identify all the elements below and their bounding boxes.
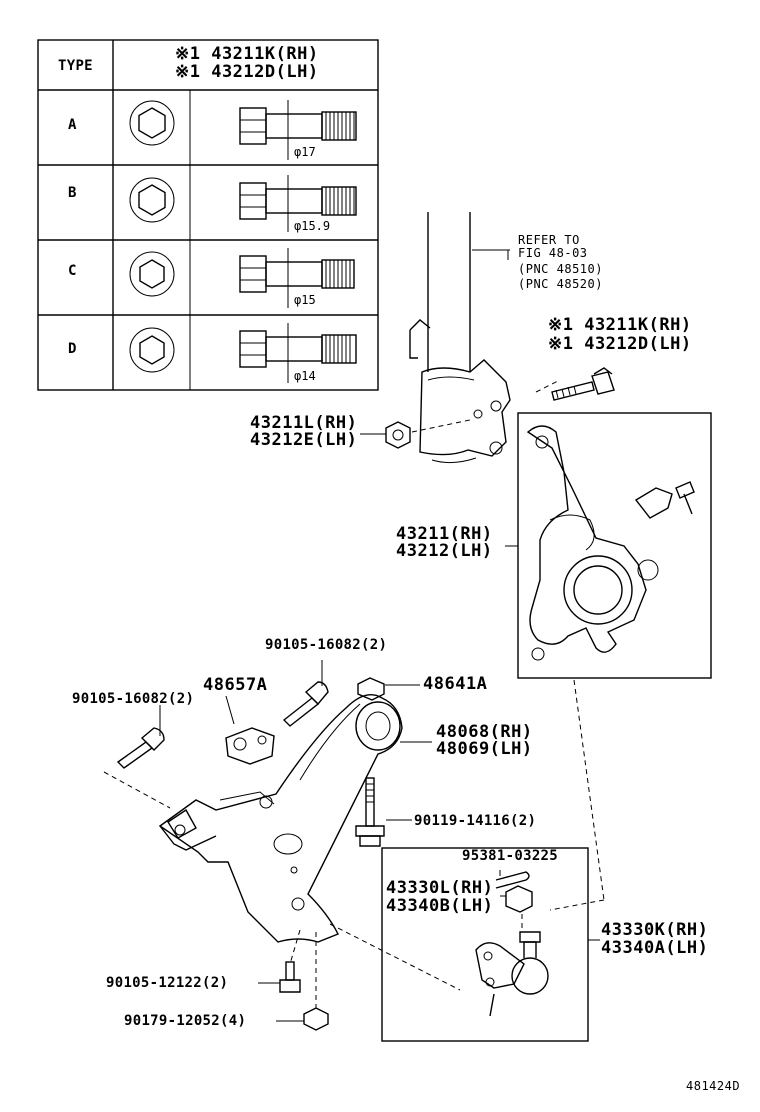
label-nut-48641: 48641A	[423, 674, 488, 694]
label-cotter-pin: 95381-03225	[462, 848, 559, 864]
castle-nut-icon	[505, 885, 533, 913]
table-header-rh: ※1 43211K(RH)	[175, 44, 319, 64]
label-bj-nut-rh: 43330L(RH)	[386, 878, 494, 898]
label-ball-joint-rh: 43330K(RH)	[601, 920, 709, 940]
label-bolt-90105-top: 90105-16082(2)	[265, 637, 388, 653]
label-bolt-90105-left: 90105-16082(2)	[72, 691, 195, 707]
bolt-type-table	[37, 39, 379, 391]
table-row-diameter-d: φ14	[294, 369, 316, 383]
ball-joint-icon	[475, 931, 549, 1017]
table-header-lh: ※1 43212D(LH)	[175, 62, 319, 82]
table-row-diameter-c: φ15	[294, 293, 316, 307]
table-row-type-b: B	[68, 185, 77, 201]
refer-line-2: FIG 48-03	[518, 246, 588, 260]
table-row-diameter-a: φ17	[294, 145, 316, 159]
refer-line-3: (PNC 48510)	[518, 262, 603, 276]
label-bolt-lh: ※1 43212D(LH)	[548, 334, 692, 354]
table-row-type-c: C	[68, 263, 77, 279]
leader-lines	[103, 250, 605, 1022]
label-arm-rh: 48068(RH)	[436, 722, 533, 742]
figure-id: 481424D	[686, 1079, 741, 1093]
table-type-header: TYPE	[58, 58, 93, 74]
cotter-pin-icon	[495, 871, 530, 889]
label-bj-nut-lh: 43340B(LH)	[386, 896, 494, 916]
small-bolt-icon	[279, 961, 301, 993]
label-arm-lh: 48069(LH)	[436, 739, 533, 759]
label-bolt-rh: ※1 43211K(RH)	[548, 315, 692, 335]
hex-head-icon	[129, 100, 175, 373]
vertical-bolt-icon	[355, 777, 385, 847]
label-knuckle-lh: 43212(LH)	[396, 541, 493, 561]
label-nut-lh: 43212E(LH)	[250, 430, 358, 450]
steering-knuckle-icon	[526, 425, 695, 661]
bolt-side-view-icon	[239, 100, 357, 383]
ball-joint-frame	[381, 847, 589, 1042]
label-knuckle-rh: 43211(RH)	[396, 524, 493, 544]
strut-icon	[409, 212, 511, 464]
bracket-icon	[225, 727, 275, 765]
knuckle-bolt-icon	[551, 367, 615, 401]
knuckle-frame	[517, 412, 712, 679]
nut-48641A-icon	[357, 677, 385, 701]
arm-bolt-icon	[116, 681, 329, 769]
label-bolt-90119: 90119-14116(2)	[414, 813, 537, 829]
refer-line-1: REFER TO	[518, 233, 580, 247]
label-nut-rh: 43211L(RH)	[250, 413, 358, 433]
lower-control-arm-icon	[158, 694, 403, 943]
nut-90179-icon	[303, 1007, 329, 1031]
table-row-diameter-b: φ15.9	[294, 219, 331, 233]
flange-nut-icon	[385, 419, 471, 449]
label-bracket: 48657A	[203, 675, 268, 695]
label-ball-joint-lh: 43340A(LH)	[601, 938, 709, 958]
table-row-type-d: D	[68, 341, 77, 357]
refer-line-4: (PNC 48520)	[518, 277, 603, 291]
label-bolt-90105-12122: 90105-12122(2)	[106, 975, 229, 991]
table-row-type-a: A	[68, 117, 77, 133]
label-nut-90179: 90179-12052(4)	[124, 1013, 247, 1029]
